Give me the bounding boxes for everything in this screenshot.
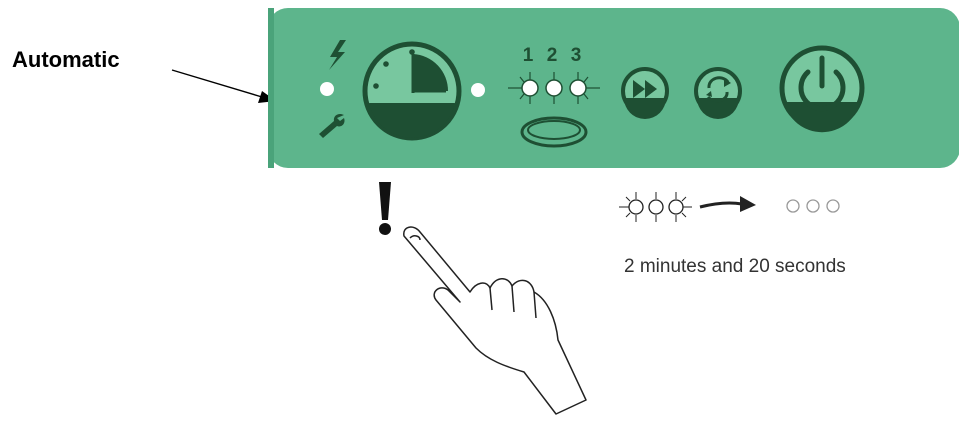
speed-led-2 — [546, 80, 562, 96]
speed-led-1 — [522, 80, 538, 96]
leds-off-indicator — [787, 200, 839, 212]
power-button[interactable] — [782, 48, 862, 132]
annotation-arrow — [172, 70, 276, 103]
timer-caption: 2 minutes and 20 seconds — [624, 256, 846, 278]
program-clock-button[interactable] — [365, 44, 459, 138]
exclamation-icon — [379, 182, 391, 235]
hand-pointer-icon — [404, 227, 586, 414]
speed-number-1: 1 — [523, 45, 534, 66]
clock-led — [471, 83, 485, 97]
auto-indicator-led — [320, 82, 334, 96]
fast-forward-button[interactable] — [623, 69, 667, 119]
speed-number-2: 2 — [547, 45, 558, 66]
arrow-icon — [700, 196, 756, 212]
speed-number-3: 3 — [571, 45, 582, 66]
rinse-button[interactable] — [696, 69, 740, 119]
speed-led-3 — [570, 80, 586, 96]
leds-on-indicator — [619, 192, 692, 222]
